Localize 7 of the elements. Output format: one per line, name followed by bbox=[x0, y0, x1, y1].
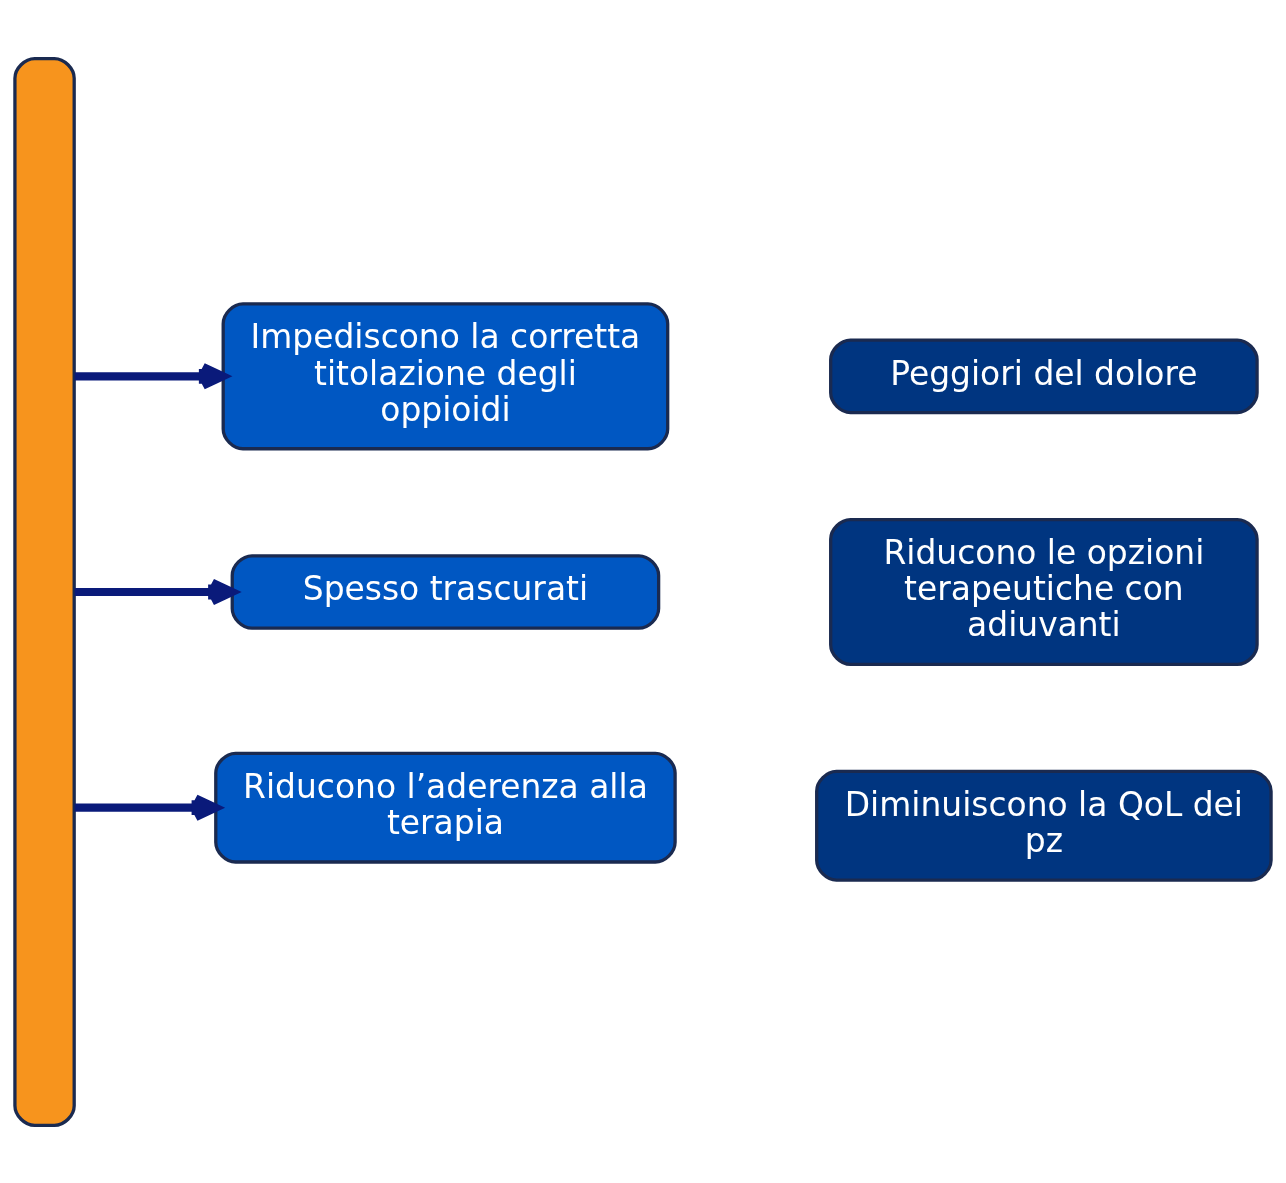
node-box bbox=[13, 56, 76, 1127]
node-box: Peggiori del dolore bbox=[829, 337, 1259, 414]
node-box: Riducono le opzioni terapeutiche con adiuvanti bbox=[829, 517, 1259, 666]
node-box: Impediscono la corretta titolazione degli oppioidi bbox=[221, 301, 670, 450]
node-box: Diminuiscono la QoL dei pz bbox=[815, 769, 1273, 882]
node-box: Spesso trascurati bbox=[230, 553, 661, 630]
node-box: Riducono l’aderenza alla terapia bbox=[214, 751, 677, 864]
